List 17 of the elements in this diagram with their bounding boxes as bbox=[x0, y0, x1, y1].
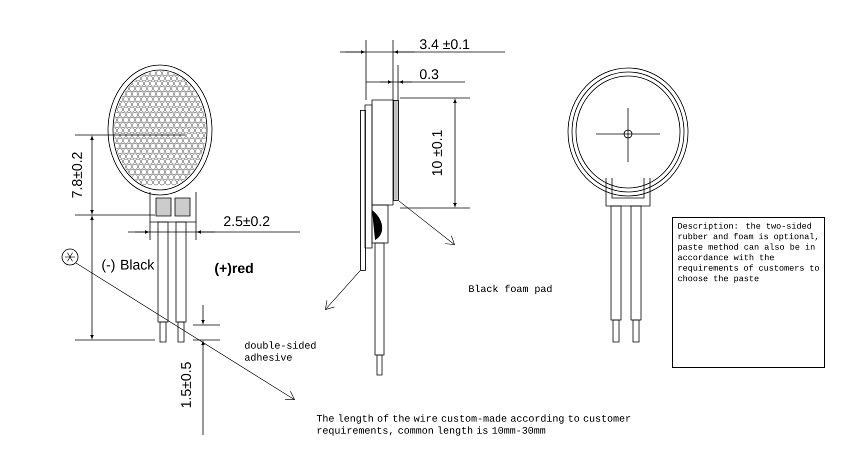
wire-label: (+)red bbox=[215, 262, 253, 276]
dimension-label: 1.5±0.5 bbox=[181, 362, 191, 408]
dimension-label: 10 ±0.1 bbox=[432, 130, 442, 176]
dimension-label: 2.5±0.2 bbox=[224, 216, 270, 226]
leader-line bbox=[76, 262, 295, 400]
circled-asterisk bbox=[62, 248, 78, 266]
dimension-label: 0.3 bbox=[420, 69, 438, 80]
foam-pad bbox=[393, 100, 399, 201]
part-label: Black foam pad bbox=[469, 284, 552, 294]
part-label: double-sided adhesive bbox=[245, 341, 316, 361]
adhesive-layer bbox=[360, 110, 366, 271]
dimension-label: 7.8±0.2 bbox=[72, 152, 82, 198]
description-box: Description: the two-sided rubber and foam is optional, paste method can also be in accordance with the requirements of customers to choose the paste bbox=[672, 217, 826, 368]
wire-label: (-) Black bbox=[102, 259, 154, 272]
leader-line bbox=[398, 200, 456, 245]
note-text: The length of the wire custom-made according to customer requirements, common length is 10mm-30mm bbox=[316, 414, 630, 436]
dimension-label: 3.4 ±0.1 bbox=[420, 39, 470, 50]
